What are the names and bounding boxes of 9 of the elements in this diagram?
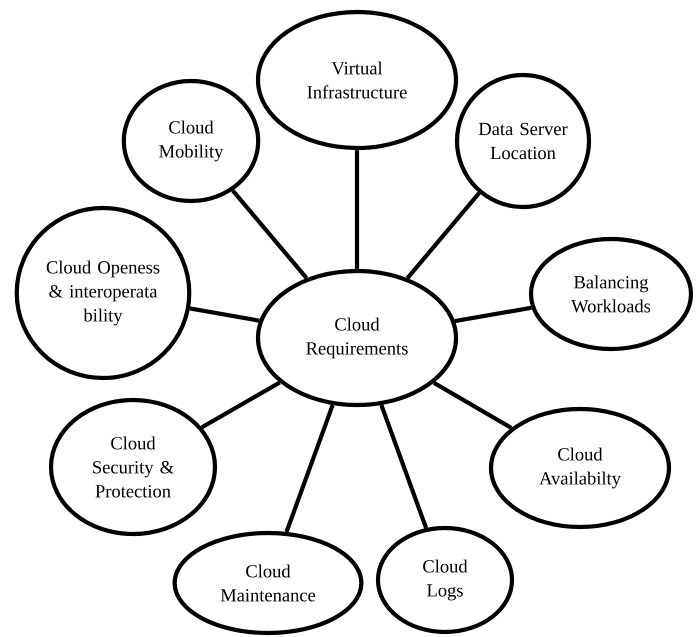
connector-line: [432, 381, 512, 430]
connector-line: [190, 306, 260, 323]
connector-line: [200, 380, 281, 430]
connector-line: [379, 404, 428, 529]
connector-line: [406, 192, 481, 280]
connector-line: [454, 306, 532, 324]
connector-line: [284, 404, 335, 533]
connector-line: [354, 150, 360, 269]
connector-line: [231, 189, 308, 280]
